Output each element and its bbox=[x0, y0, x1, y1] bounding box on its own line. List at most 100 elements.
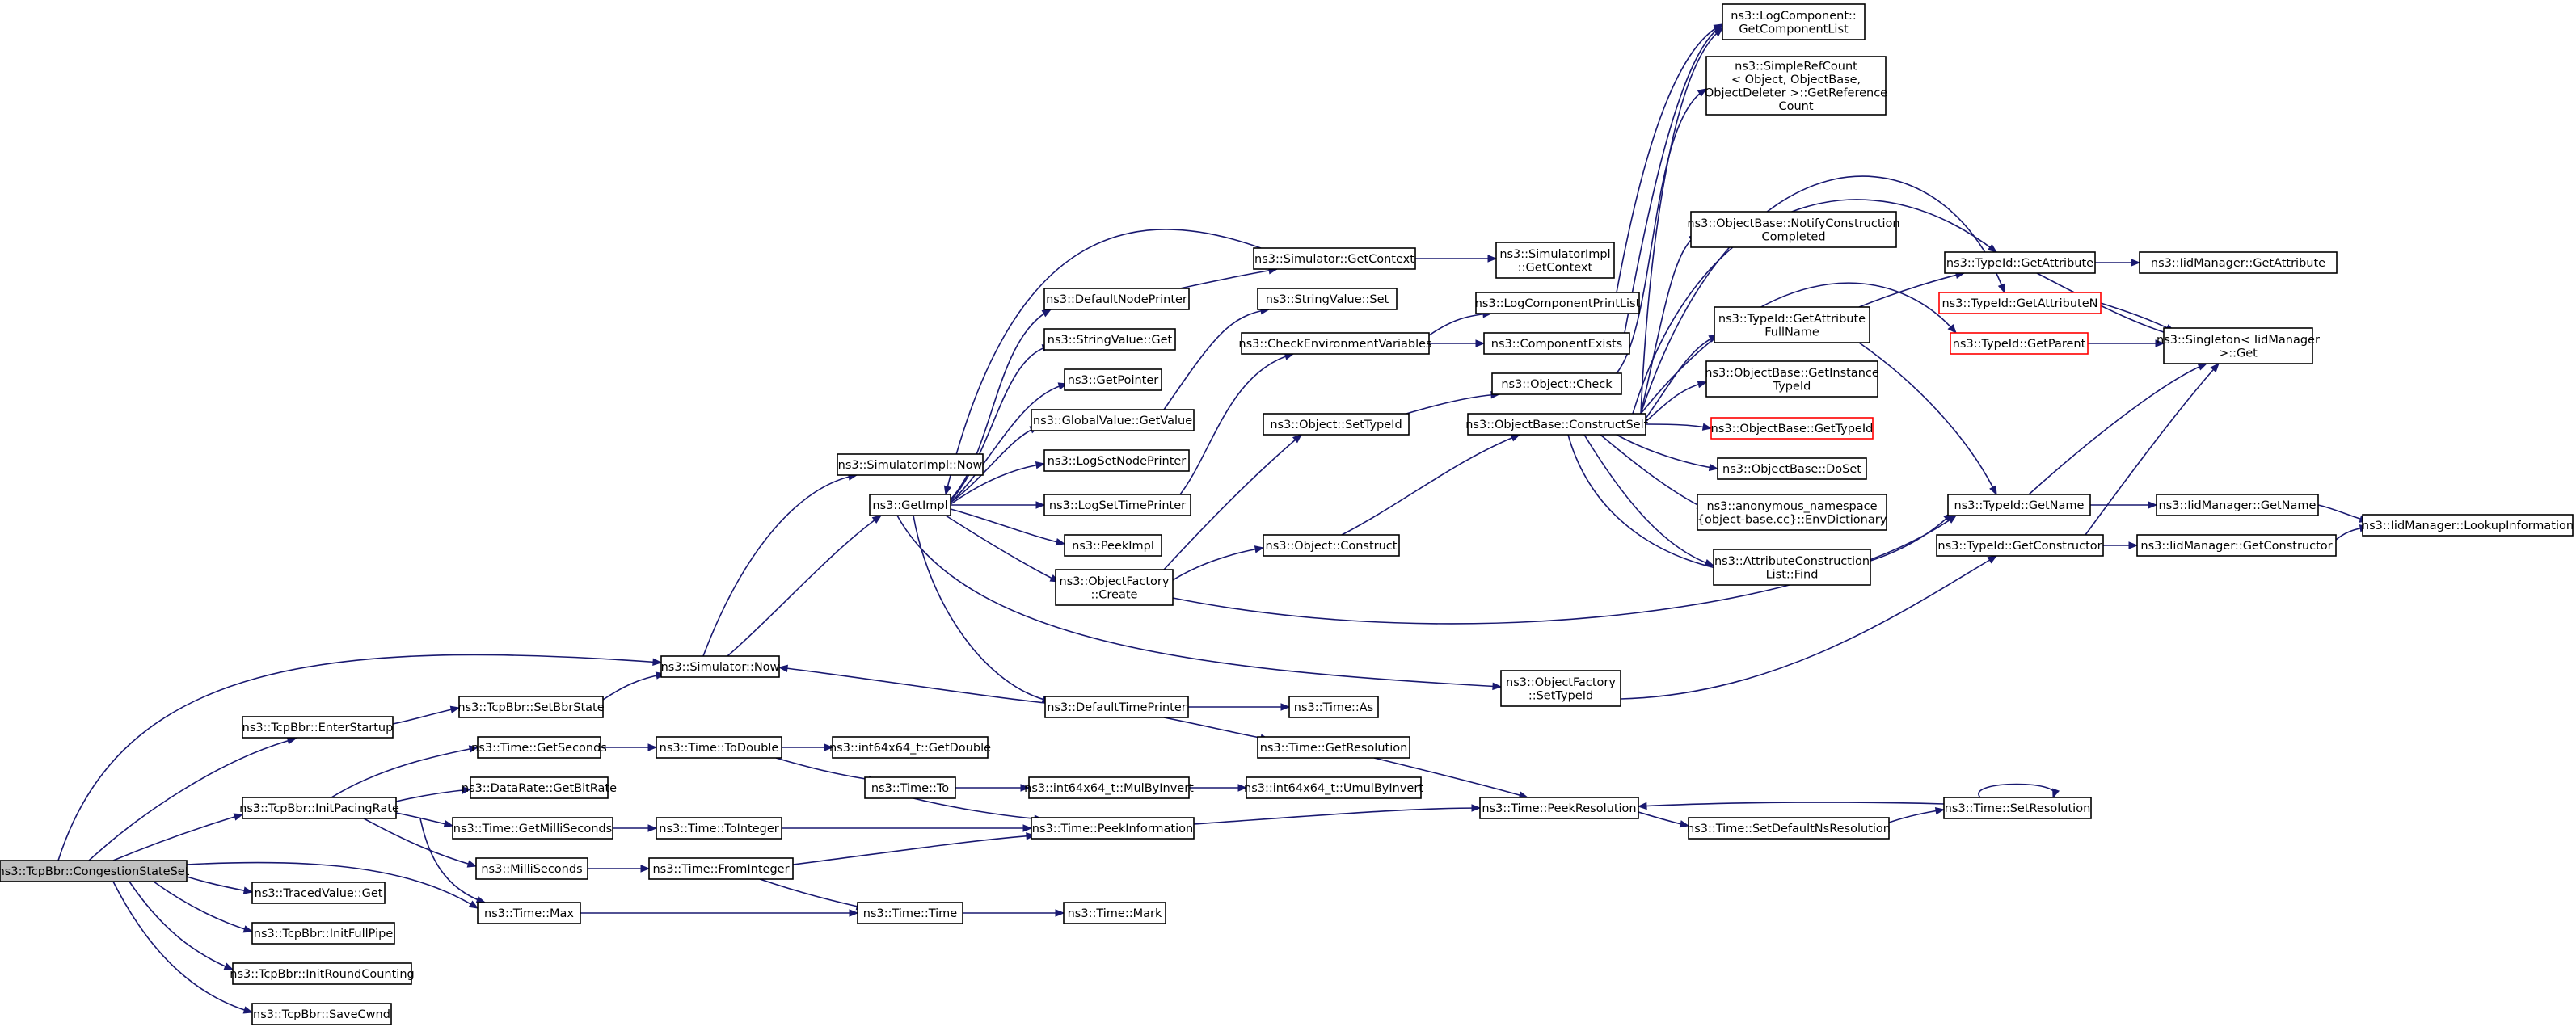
edge-constructSelf-to-getInstanceTypeId bbox=[1645, 381, 1707, 423]
node-anonEnv[interactable]: ns3::anonymous_namespace{object-base.cc}… bbox=[1697, 494, 1887, 531]
node-peekInfo[interactable]: ns3::Time::PeekInformation bbox=[1031, 817, 1195, 840]
edge-typeIdGetParent-to-singletonGet-arrowhead bbox=[2155, 339, 2165, 347]
node-setResolution[interactable]: ns3::Time::SetResolution bbox=[1943, 797, 2092, 819]
node-setDefaultNs[interactable]: ns3::Time::SetDefaultNsResolution bbox=[1687, 817, 1891, 840]
edge-setResolution-to-setResolution-arrowhead bbox=[2052, 788, 2060, 799]
edge-getImpl-to-factorySetTypeId-arrowhead bbox=[1492, 682, 1503, 691]
node-getBitRate[interactable]: ns3::DataRate::GetBitRate bbox=[462, 776, 617, 799]
node-timeMax[interactable]: ns3::Time::Max bbox=[477, 902, 581, 924]
node-enterStartup[interactable]: ns3::TcpBbr::EnterStartup bbox=[242, 716, 394, 739]
node-logSetTime[interactable]: ns3::LogSetTimePrinter bbox=[1043, 494, 1191, 516]
node-singletonGet[interactable]: ns3::Singleton< IidManager >::Get bbox=[2157, 327, 2320, 364]
edge-initPacing-to-timeMax bbox=[419, 818, 486, 903]
node-peekImpl[interactable]: ns3::PeekImpl bbox=[1064, 534, 1162, 557]
node-simImplNow[interactable]: ns3::SimulatorImpl::Now bbox=[837, 453, 984, 476]
node-timeMark[interactable]: ns3::Time::Mark bbox=[1063, 902, 1166, 924]
node-label: ns3::Time::FromInteger bbox=[652, 863, 789, 876]
node-getResolution[interactable]: ns3::Time::GetResolution bbox=[1257, 736, 1410, 759]
call-edges bbox=[57, 23, 2370, 1014]
node-getDouble[interactable]: ns3::int64x64_t::GetDouble bbox=[829, 736, 991, 759]
node-box bbox=[1064, 368, 1162, 391]
node-label: ns3::Time::GetMilliSeconds bbox=[453, 823, 612, 835]
node-saveCwnd[interactable]: ns3::TcpBbr::SaveCwnd bbox=[251, 1003, 392, 1025]
node-label: ns3::ObjectBase::DoSet bbox=[1722, 463, 1861, 476]
node-mulByInvert[interactable]: ns3::int64x64_t::MulByInvert bbox=[1024, 776, 1194, 799]
edge-timeTo-to-mulByInvert-arrowhead bbox=[1020, 784, 1031, 792]
node-root[interactable]: ns3::TcpBbr::CongestionStateSet bbox=[0, 860, 190, 882]
node-objBaseGetTypeId[interactable]: ns3::ObjectBase::GetTypeId bbox=[1710, 417, 1874, 440]
edge-toDouble-to-timeTo bbox=[775, 757, 878, 781]
node-milliSeconds[interactable]: ns3::MilliSeconds bbox=[475, 857, 588, 880]
edge-getImpl-to-stringValueGet bbox=[950, 345, 1052, 502]
edge-root-to-initPacing-arrowhead bbox=[233, 813, 244, 821]
node-compExists[interactable]: ns3::ComponentExists bbox=[1483, 332, 1630, 355]
node-logCompGetList[interactable]: ns3::LogComponent::GetComponentList bbox=[1722, 3, 1866, 40]
node-tracedGet[interactable]: ns3::TracedValue::Get bbox=[251, 882, 386, 904]
node-typeIdGetName[interactable]: ns3::TypeId::GetName bbox=[1947, 494, 2091, 516]
node-defaultTimePrinter[interactable]: ns3::DefaultTimePrinter bbox=[1044, 696, 1189, 718]
node-peekResolution[interactable]: ns3::Time::PeekResolution bbox=[1479, 797, 1639, 819]
edge-initPacing-to-milliSeconds-arrowhead bbox=[466, 860, 478, 868]
node-typeIdGetConstructor[interactable]: ns3::TypeId::GetConstructor bbox=[1936, 534, 2104, 557]
node-label: ns3::ObjectBase::GetInstance bbox=[1705, 367, 1879, 380]
node-checkEnv[interactable]: ns3::CheckEnvironmentVariables bbox=[1238, 332, 1432, 355]
node-notifyConstruction[interactable]: ns3::ObjectBase::NotifyConstructionCompl… bbox=[1687, 211, 1900, 248]
edge-getImpl-to-factorySetTypeId bbox=[896, 515, 1502, 688]
node-toDouble[interactable]: ns3::Time::ToDouble bbox=[656, 736, 782, 759]
node-getSeconds[interactable]: ns3::Time::GetSeconds bbox=[471, 736, 607, 759]
node-fromInteger[interactable]: ns3::Time::FromInteger bbox=[648, 857, 794, 880]
edge-constructSelf-to-typeIdGetParent-arrowhead bbox=[1947, 323, 1957, 335]
node-typeIdGetAttribute[interactable]: ns3::TypeId::GetAttribute bbox=[1944, 251, 2096, 274]
node-objConstruct[interactable]: ns3::Object::Construct bbox=[1263, 534, 1400, 557]
node-globalValueGet[interactable]: ns3::GlobalValue::GetValue bbox=[1031, 409, 1195, 431]
node-toInteger[interactable]: ns3::Time::ToInteger bbox=[656, 817, 782, 840]
node-setBbrState[interactable]: ns3::TcpBbr::SetBbrState bbox=[457, 696, 605, 718]
node-getImpl[interactable]: ns3::GetImpl bbox=[869, 494, 951, 516]
node-simNow[interactable]: ns3::Simulator::Now bbox=[660, 655, 780, 678]
node-simImplGetContext[interactable]: ns3::SimulatorImpl::GetContext bbox=[1495, 242, 1615, 279]
node-logCompPrintList[interactable]: ns3::LogComponentPrintList bbox=[1475, 292, 1641, 314]
node-simGetContext[interactable]: ns3::Simulator::GetContext bbox=[1253, 247, 1416, 270]
node-objSetTypeId[interactable]: ns3::Object::SetTypeId bbox=[1263, 413, 1410, 436]
node-timeTo[interactable]: ns3::Time::To bbox=[864, 776, 956, 799]
node-label: ns3::GlobalValue::GetValue bbox=[1033, 415, 1192, 427]
node-iidGetName[interactable]: ns3::IidManager::GetName bbox=[2156, 494, 2319, 516]
node-getMilli[interactable]: ns3::Time::GetMilliSeconds bbox=[452, 817, 613, 840]
node-iidGetAttribute[interactable]: ns3::IidManager::GetAttribute bbox=[2139, 251, 2338, 274]
node-objFactoryCreate[interactable]: ns3::ObjectFactory::Create bbox=[1055, 569, 1174, 606]
node-timeTime[interactable]: ns3::Time::Time bbox=[857, 902, 963, 924]
node-iidLookup[interactable]: ns3::IidManager::LookupInformation bbox=[2362, 514, 2574, 537]
node-defaultNodePrinter[interactable]: ns3::DefaultNodePrinter bbox=[1043, 288, 1190, 310]
node-initRound[interactable]: ns3::TcpBbr::InitRoundCounting bbox=[230, 962, 415, 985]
node-typeIdGetAttributeN[interactable]: ns3::TypeId::GetAttributeN bbox=[1938, 292, 2102, 314]
node-umulByInvert[interactable]: ns3::int64x64_t::UmulByInvert bbox=[1244, 776, 1423, 799]
node-label: ns3::Simulator::GetContext bbox=[1254, 253, 1414, 266]
node-initFullPipe[interactable]: ns3::TcpBbr::InitFullPipe bbox=[251, 922, 395, 945]
node-objCheck[interactable]: ns3::Object::Check bbox=[1491, 372, 1622, 395]
node-stringValueSet[interactable]: ns3::StringValue::Set bbox=[1257, 288, 1398, 310]
node-factorySetTypeId[interactable]: ns3::ObjectFactory::SetTypeId bbox=[1500, 670, 1621, 707]
edge-objConstruct-to-constructSelf bbox=[1341, 434, 1520, 536]
edge-root-to-initFullPipe bbox=[153, 881, 253, 932]
edge-initPacing-to-getBitRate-arrowhead bbox=[462, 786, 472, 794]
node-typeIdGetParent[interactable]: ns3::TypeId::GetParent bbox=[1950, 332, 2089, 355]
node-logSetNode[interactable]: ns3::LogSetNodePrinter bbox=[1043, 449, 1190, 472]
node-timeAs[interactable]: ns3::Time::As bbox=[1288, 696, 1379, 718]
edge-typeIdGetConstructor-to-singletonGet-arrowhead bbox=[2210, 362, 2220, 372]
node-stringValueGet[interactable]: ns3::StringValue::Get bbox=[1043, 328, 1176, 351]
node-iidGetConstructor[interactable]: ns3::IidManager::GetConstructor bbox=[2136, 534, 2337, 557]
node-label: ns3::ComponentExists bbox=[1491, 338, 1623, 351]
node-simpleRefCount[interactable]: ns3::SimpleRefCount< Object, ObjectBase,… bbox=[1705, 56, 1887, 116]
edge-getImpl-to-defaultNodePrinter bbox=[950, 309, 1052, 500]
node-doSet[interactable]: ns3::ObjectBase::DoSet bbox=[1717, 457, 1867, 480]
node-constructSelf[interactable]: ns3::ObjectBase::ConstructSelf bbox=[1465, 413, 1649, 436]
node-label: ns3::SimulatorImpl bbox=[1499, 248, 1610, 261]
node-getPointer[interactable]: ns3::GetPointer bbox=[1064, 368, 1162, 391]
node-label: ns3::DefaultTimePrinter bbox=[1047, 701, 1186, 714]
node-initPacing[interactable]: ns3::TcpBbr::InitPacingRate bbox=[239, 797, 399, 819]
edge-objCheck-to-simpleRefCount bbox=[1616, 88, 1707, 374]
